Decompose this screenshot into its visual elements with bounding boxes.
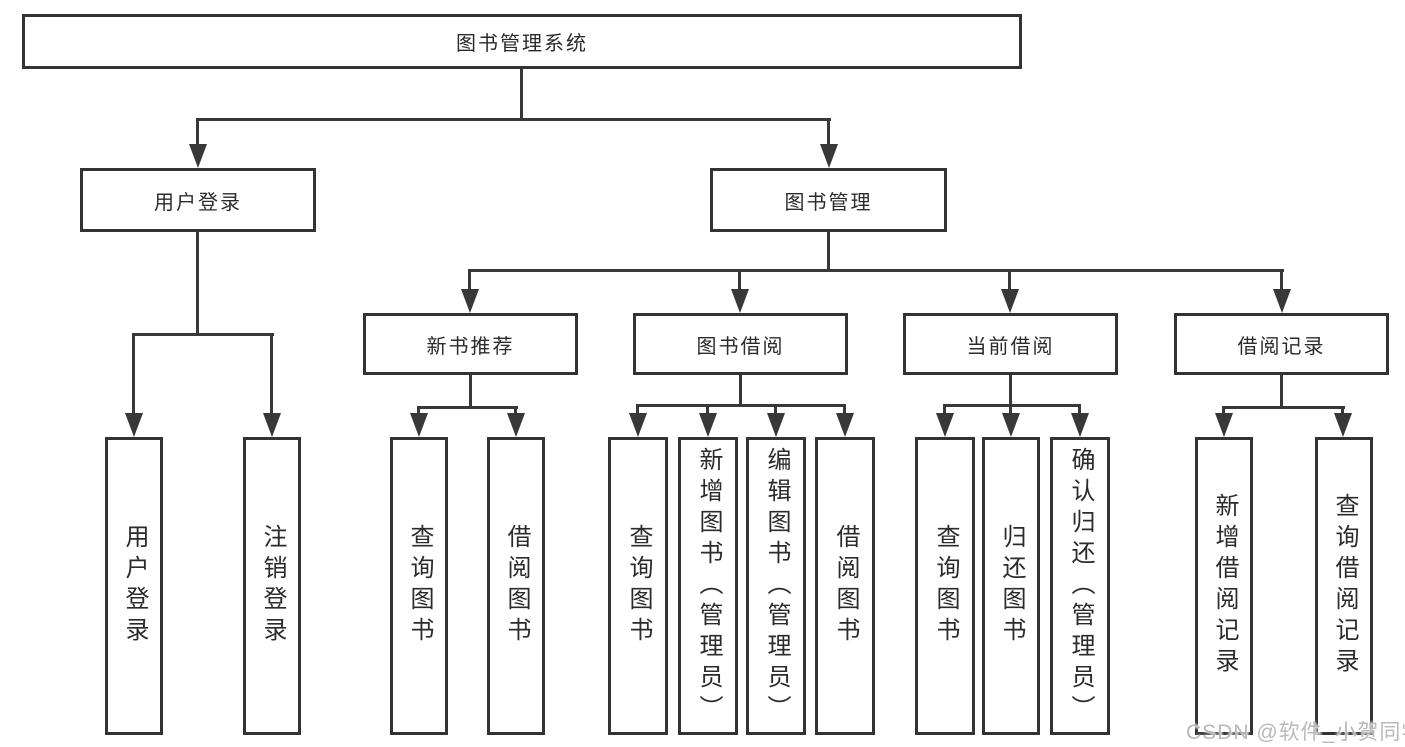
arrow-down-icon (263, 413, 281, 437)
node-book-borrow: 图书借阅 (633, 313, 848, 375)
connector-vline (1008, 269, 1011, 291)
connector-hline (468, 269, 1284, 272)
connector-hline (418, 406, 518, 409)
connector-vline (843, 404, 846, 416)
leaf-current-query-books: 查询图书 (915, 437, 975, 735)
leaf-borrow-query-books: 查询图书 (608, 437, 668, 735)
connector-vline (132, 333, 135, 415)
connector-hline (1222, 406, 1345, 409)
leaf-borrow-borrow-books: 借阅图书 (815, 437, 875, 735)
arrow-down-icon (767, 413, 785, 437)
leaf-user-login: 用户登录 (105, 437, 163, 735)
node-borrow-records-label: 借阅记录 (1237, 335, 1326, 358)
leaf-borrow-add-books-admin-label: 新增图书（管理员） (695, 446, 722, 726)
node-new-book-recommend-label: 新书推荐 (426, 335, 515, 358)
connector-vline (739, 375, 742, 406)
connector-hline (196, 118, 831, 121)
arrow-down-icon (507, 413, 525, 437)
arrow-down-icon (820, 144, 838, 168)
node-user-login: 用户登录 (80, 168, 316, 232)
leaf-borrow-edit-books-admin-label: 编辑图书（管理员） (763, 446, 790, 726)
leaf-user-login-label: 用户登录 (121, 524, 148, 648)
leaf-records-add-record: 新增借阅记录 (1195, 437, 1253, 735)
arrow-down-icon (1215, 413, 1233, 437)
node-root-label: 图书管理系统 (456, 33, 588, 55)
arrow-down-icon (1071, 413, 1089, 437)
connector-vline (738, 269, 741, 291)
leaf-borrow-edit-books-admin: 编辑图书（管理员） (746, 437, 806, 735)
connector-vline (827, 118, 830, 148)
node-book-management-label: 图书管理 (784, 191, 873, 214)
node-new-book-recommend: 新书推荐 (363, 313, 578, 375)
arrow-down-icon (410, 413, 428, 437)
connector-hline (636, 404, 846, 407)
arrow-down-icon (629, 413, 647, 437)
leaf-current-confirm-return-admin-label: 确认归还（管理员） (1067, 446, 1094, 726)
leaf-borrow-query-books-label: 查询图书 (625, 524, 652, 648)
leaf-logout-login-label: 注销登录 (259, 524, 286, 648)
leaf-logout-login: 注销登录 (243, 437, 301, 735)
arrow-down-icon (125, 413, 143, 437)
leaf-records-add-record-label: 新增借阅记录 (1211, 493, 1238, 679)
leaf-newrec-query-books-label: 查询图书 (406, 524, 433, 648)
leaf-current-return-books-label: 归还图书 (998, 524, 1025, 648)
connector-vline (774, 404, 777, 416)
connector-vline (270, 333, 273, 415)
node-current-borrow: 当前借阅 (903, 313, 1118, 375)
connector-vline (196, 118, 199, 148)
connector-vline (1341, 406, 1344, 416)
connector-vline (196, 232, 199, 335)
leaf-records-query-record-label: 查询借阅记录 (1331, 493, 1358, 679)
arrow-down-icon (1002, 413, 1020, 437)
connector-vline (469, 375, 472, 408)
connector-vline (468, 269, 471, 291)
arrow-down-icon (699, 413, 717, 437)
arrow-down-icon (836, 413, 854, 437)
connector-vline (1222, 406, 1225, 416)
connector-vline (1009, 404, 1012, 416)
connector-vline (636, 404, 639, 416)
connector-vline (417, 406, 420, 416)
node-book-borrow-label: 图书借阅 (696, 335, 785, 358)
watermark: CSDN @软件_小贺同学 (1186, 721, 1405, 744)
node-book-management: 图书管理 (710, 168, 947, 232)
node-borrow-records: 借阅记录 (1174, 313, 1389, 375)
arrow-down-icon (1273, 289, 1291, 313)
arrow-down-icon (731, 289, 749, 313)
node-current-borrow-label: 当前借阅 (966, 335, 1055, 358)
leaf-records-query-record: 查询借阅记录 (1315, 437, 1373, 735)
arrow-down-icon (1334, 413, 1352, 437)
connector-vline (1280, 269, 1283, 291)
node-root: 图书管理系统 (22, 14, 1022, 69)
leaf-newrec-query-books: 查询图书 (390, 437, 448, 735)
arrow-down-icon (461, 289, 479, 313)
leaf-newrec-borrow-books: 借阅图书 (487, 437, 545, 735)
arrow-down-icon (1001, 289, 1019, 313)
arrow-down-icon (189, 144, 207, 168)
leaf-borrow-add-books-admin: 新增图书（管理员） (678, 437, 738, 735)
connector-vline (520, 69, 523, 120)
leaf-newrec-borrow-books-label: 借阅图书 (503, 524, 530, 648)
leaf-current-query-books-label: 查询图书 (932, 524, 959, 648)
connector-vline (943, 404, 946, 416)
connector-hline (132, 333, 274, 336)
connector-vline (1009, 375, 1012, 406)
leaf-current-return-books: 归还图书 (982, 437, 1040, 735)
connector-hline (943, 404, 1081, 407)
leaf-borrow-borrow-books-label: 借阅图书 (832, 524, 859, 648)
connector-vline (514, 406, 517, 416)
arrow-down-icon (936, 413, 954, 437)
connector-vline (1280, 375, 1283, 408)
connector-vline (706, 404, 709, 416)
connector-vline (1078, 404, 1081, 416)
leaf-current-confirm-return-admin: 确认归还（管理员） (1050, 437, 1110, 735)
node-user-login-label: 用户登录 (154, 191, 242, 214)
connector-vline (827, 232, 830, 271)
